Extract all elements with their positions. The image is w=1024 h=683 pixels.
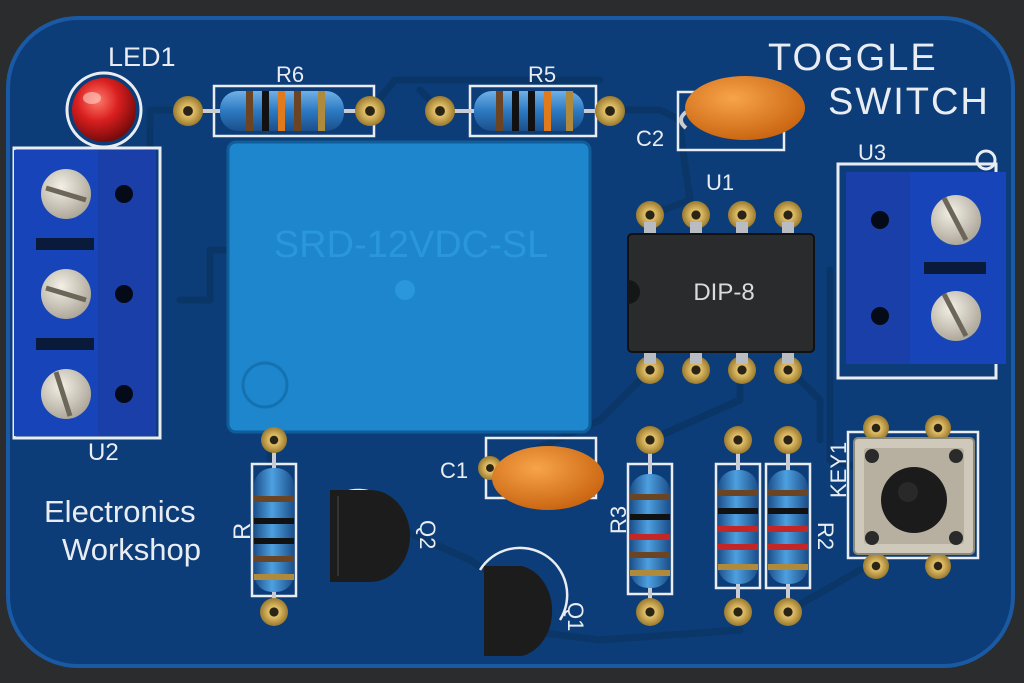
resistor-r3 (626, 426, 674, 626)
key1-label: KEY1 (826, 442, 851, 498)
tactile-switch-key1 (846, 415, 980, 579)
r5-label: R5 (528, 62, 556, 87)
brand-line1: Electronics (44, 494, 196, 529)
led1 (65, 71, 143, 149)
u1-label: U1 (706, 170, 734, 195)
capacitor-c1 (478, 436, 604, 510)
transistor-q1 (478, 546, 569, 656)
led1-label: LED1 (108, 42, 176, 72)
resistor-r-left (250, 427, 298, 626)
relay (226, 140, 592, 434)
ic-marking: DIP-8 (693, 279, 754, 306)
ic-u1 (627, 201, 815, 384)
board-title-line2: SWITCH (828, 81, 990, 123)
relay-marking: SRD-12VDC-SL (274, 224, 549, 266)
capacitor-c2 (676, 76, 805, 152)
resistor-r6 (173, 84, 385, 138)
terminal-block-u3 (836, 149, 1006, 380)
board-title-line1: TOGGLE (768, 37, 938, 79)
transistor-q2 (330, 488, 410, 582)
q1-label: Q1 (563, 602, 588, 631)
c1-label: C1 (440, 458, 468, 483)
r2-label: R2 (813, 522, 838, 550)
u3-label: U3 (858, 140, 886, 165)
q2-label: Q2 (415, 520, 440, 549)
c2-label: C2 (636, 126, 664, 151)
r6-label: R6 (276, 62, 304, 87)
resistor-r2 (764, 426, 812, 626)
terminal-block-u2 (12, 146, 162, 440)
u2-label: U2 (88, 439, 119, 466)
r3-label: R3 (606, 506, 631, 534)
resistor-r-middle (714, 426, 762, 626)
r-left-label: R (229, 523, 256, 540)
resistor-r5 (425, 84, 625, 138)
brand-line2: Workshop (62, 532, 201, 567)
